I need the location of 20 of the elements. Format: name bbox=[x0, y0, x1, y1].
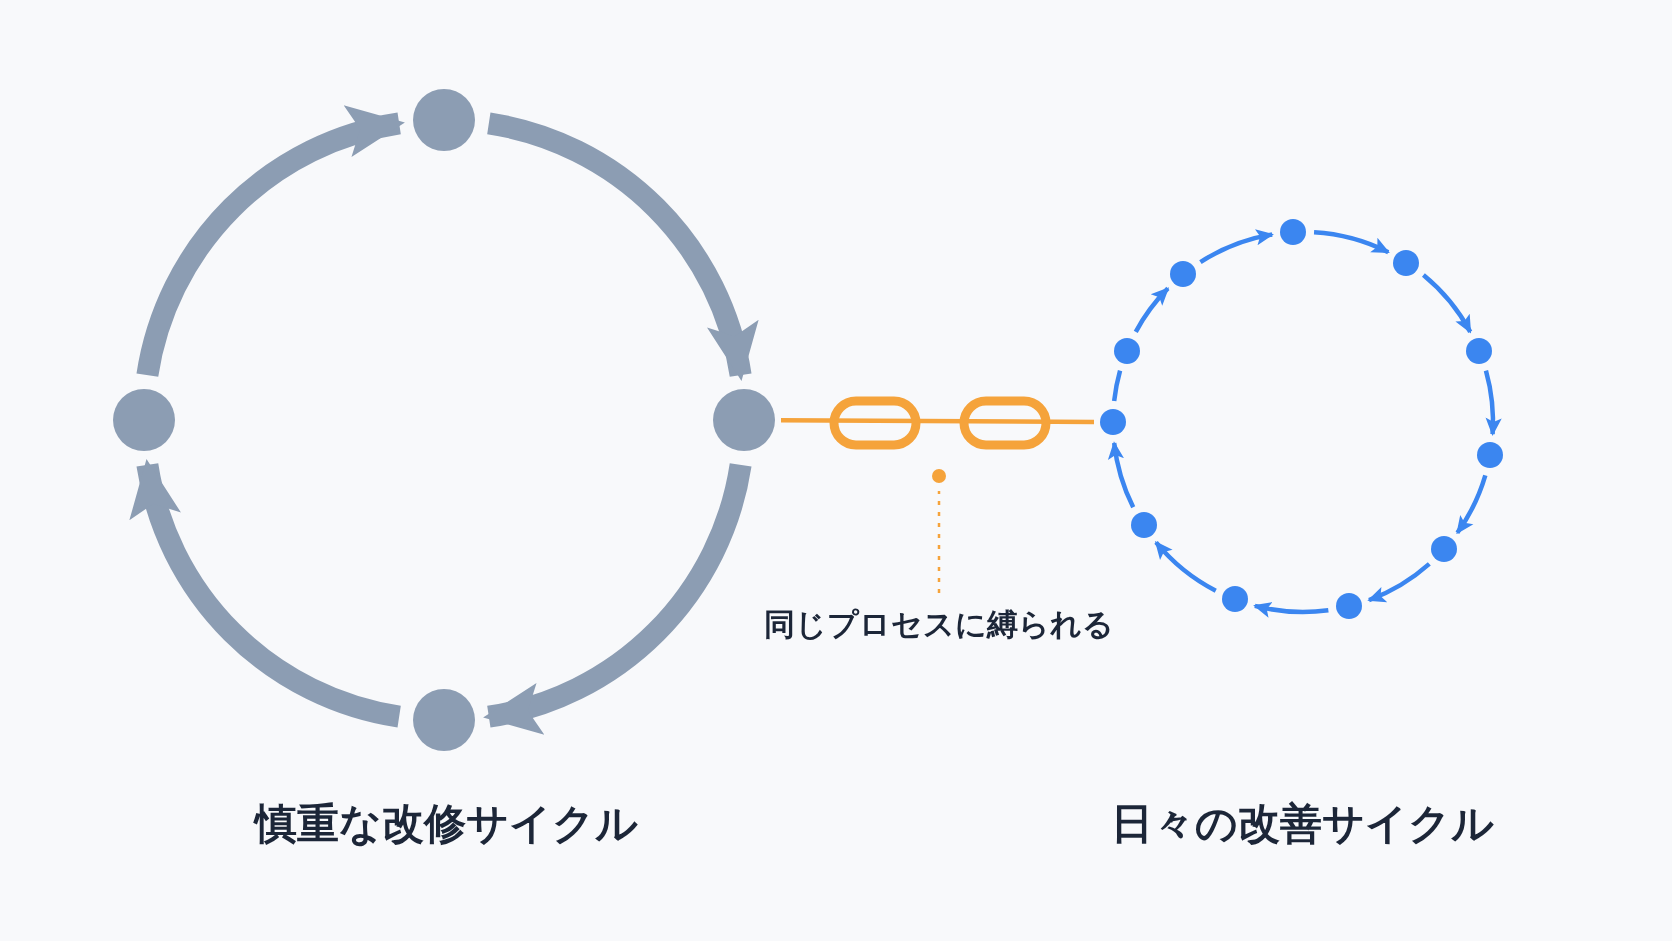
arrow bbox=[1313, 230, 1390, 255]
arrow bbox=[1253, 601, 1329, 618]
arrow bbox=[1367, 562, 1431, 603]
arrow bbox=[1154, 540, 1217, 593]
arrow bbox=[1421, 273, 1473, 334]
arrow bbox=[486, 112, 756, 381]
arrow bbox=[132, 459, 402, 728]
connector-line bbox=[1111, 370, 1123, 402]
arrow bbox=[1483, 370, 1502, 436]
connector-line bbox=[781, 417, 1094, 425]
arrow bbox=[1455, 474, 1488, 535]
cycle-title: 日々の改善サイクル bbox=[1110, 798, 1494, 850]
cycle-title: 慎重な改修サイクル bbox=[254, 798, 638, 850]
arrow bbox=[1108, 441, 1136, 509]
arrow bbox=[136, 108, 405, 378]
callout-text: 同じプロセスに縛られる bbox=[764, 604, 1114, 644]
arrow bbox=[483, 462, 752, 732]
arrow bbox=[1199, 230, 1274, 264]
leader-line bbox=[937, 491, 941, 593]
arrow bbox=[1133, 286, 1170, 333]
